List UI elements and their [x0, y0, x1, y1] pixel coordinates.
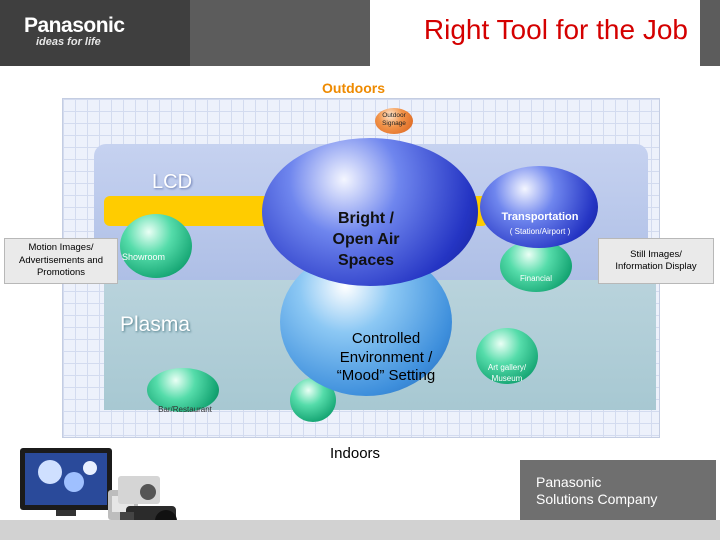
- company-line-1: Panasonic: [536, 474, 657, 491]
- brand-tagline: ideas for life: [36, 36, 101, 48]
- outdoor-signage-line-2: Signage: [374, 120, 414, 128]
- controlled-line-2: Environment /: [322, 349, 450, 368]
- footer-strip: [0, 520, 720, 540]
- brand-logo: Panasonic ideas for life: [0, 0, 190, 66]
- bright-line-1: Bright /: [296, 208, 436, 229]
- bright-line-3: Spaces: [296, 250, 436, 271]
- lcd-label: LCD: [152, 171, 192, 194]
- title-panel: Right Tool for the Job: [370, 0, 700, 66]
- bright-open-air-label: Bright / Open Air Spaces: [296, 208, 436, 271]
- company-panel: Panasonic Solutions Company: [520, 460, 716, 520]
- still-line-2: Information Display: [615, 261, 696, 274]
- motion-images-box: Motion Images/ Advertisements and Promot…: [4, 238, 118, 284]
- bar-restaurant-label: Bar/Restaurant: [144, 405, 226, 414]
- outdoor-signage-label: Outdoor Signage: [374, 112, 414, 128]
- showroom-label: Showroom: [122, 252, 202, 262]
- art-line-2: Museum: [474, 373, 540, 384]
- indoors-label: Indoors: [330, 445, 380, 462]
- page-title: Right Tool for the Job: [370, 14, 688, 46]
- still-images-box: Still Images/ Information Display: [598, 238, 714, 284]
- art-line-1: Art gallery/: [474, 362, 540, 373]
- transportation-label: Transportation: [484, 211, 596, 223]
- outdoor-signage-line-1: Outdoor: [374, 112, 414, 120]
- still-line-1: Still Images/: [615, 249, 696, 262]
- showroom-sphere: [120, 214, 192, 278]
- motion-line-1: Motion Images/: [19, 242, 103, 255]
- brand-name: Panasonic: [24, 14, 125, 38]
- financial-label: Financial: [504, 274, 568, 283]
- motion-line-2: Advertisements and: [19, 255, 103, 268]
- company-line-2: Solutions Company: [536, 491, 657, 508]
- outdoors-label: Outdoors: [322, 80, 385, 96]
- controlled-line-1: Controlled: [322, 330, 450, 349]
- transportation-sublabel: ( Station/Airport ): [484, 227, 596, 236]
- bright-line-2: Open Air: [296, 229, 436, 250]
- controlled-environment-label: Controlled Environment / “Mood” Setting: [322, 330, 450, 386]
- art-gallery-label: Art gallery/ Museum: [474, 362, 540, 384]
- controlled-line-3: “Mood” Setting: [322, 367, 450, 386]
- motion-line-3: Promotions: [19, 267, 103, 280]
- company-label: Panasonic Solutions Company: [536, 474, 657, 508]
- plasma-label: Plasma: [120, 313, 190, 337]
